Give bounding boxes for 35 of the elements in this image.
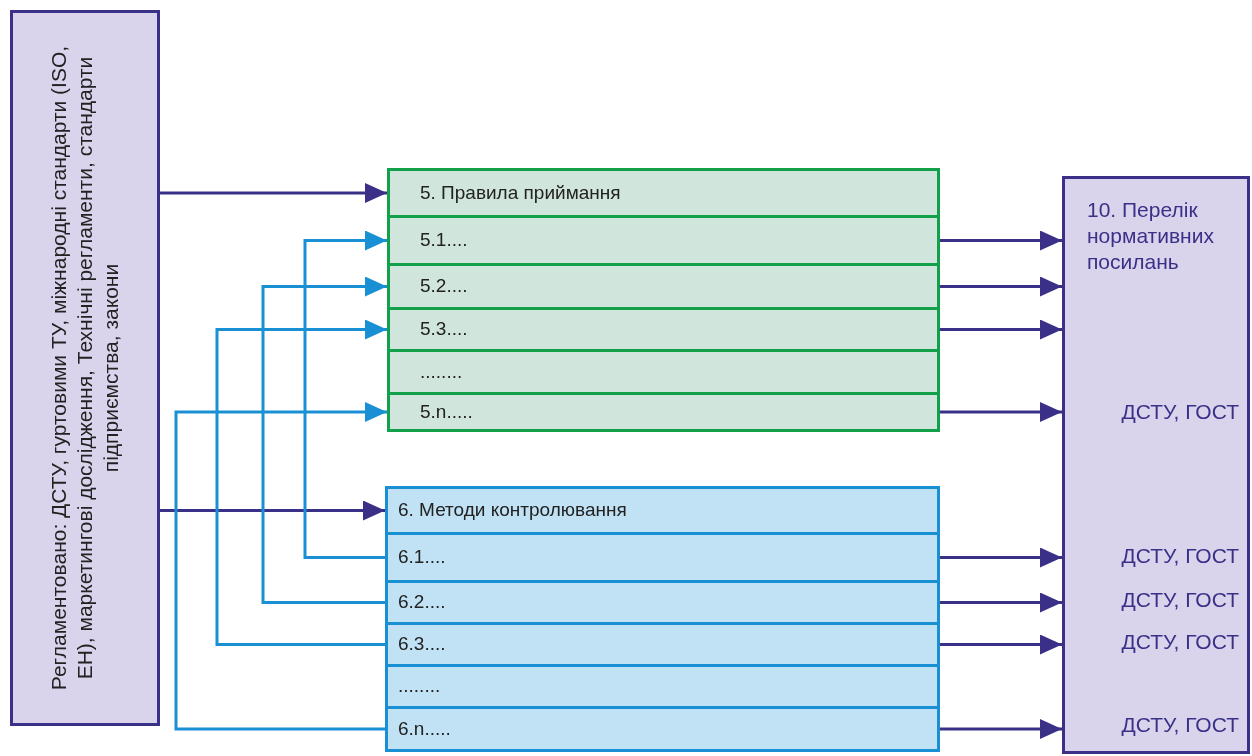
references-box (1062, 176, 1250, 754)
row-text: 6. Методи контролювання (398, 498, 627, 523)
reference-text: ДСТУ, ГОСТ (1121, 588, 1239, 611)
arrow (160, 500, 385, 521)
row-text: ........ (398, 674, 441, 699)
row-text: 6.1.... (398, 545, 446, 570)
arrow (174, 402, 387, 731)
heading-text: 10. Перелік нормативних посилань (1087, 198, 1214, 273)
row-text: 5. Правила приймання (420, 180, 621, 205)
row-text: 5.2.... (420, 274, 468, 299)
regulation-text: Регламентовано: ДСТУ, гуртовими ТУ, міжнародні стандарти (ISO, EH), маркетингові дослідження, Технічні регламенти, стандарти підприємства, закони (46, 44, 123, 693)
row-text: 5.n..... (420, 399, 473, 424)
row-text: 5.1.... (420, 228, 468, 253)
arrow (940, 319, 1062, 340)
row-text: 6.n..... (398, 716, 451, 741)
arrow (215, 319, 387, 646)
source-box (10, 10, 160, 726)
arrow (940, 719, 1062, 739)
arrow (940, 634, 1062, 655)
row-text: 5.3.... (420, 317, 468, 342)
arrow (940, 230, 1062, 251)
reference-text: ДСТУ, ГОСТ (1121, 544, 1239, 567)
arrow (160, 183, 387, 203)
arrow (940, 402, 1062, 422)
arrow (940, 592, 1062, 613)
row-text: 6.2.... (398, 590, 446, 615)
arrow (261, 276, 387, 604)
reference-text: ДСТУ, ГОСТ (1121, 400, 1239, 423)
row-text: 6.3.... (398, 632, 446, 657)
row-text: ........ (420, 359, 463, 384)
reference-text: ДСТУ, ГОСТ (1121, 630, 1239, 653)
arrow (940, 547, 1062, 568)
arrow (940, 276, 1062, 297)
arrow (303, 230, 387, 559)
reference-text: ДСТУ, ГОСТ (1121, 713, 1239, 736)
